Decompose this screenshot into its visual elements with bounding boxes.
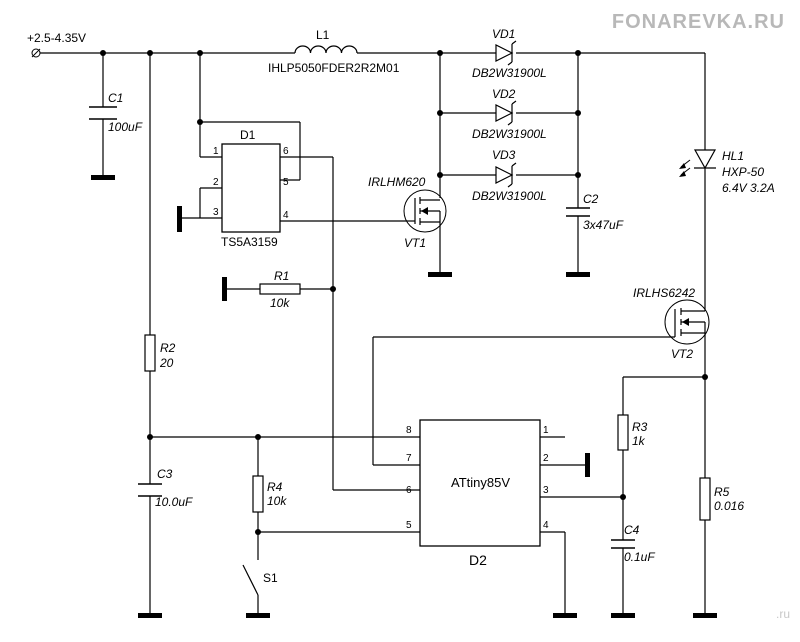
diode-VD2: VD2 DB2W31900L <box>472 87 547 141</box>
C2-ref: C2 <box>583 192 599 206</box>
D1-pin-1: 1 <box>213 146 219 157</box>
D1-pin-6: 6 <box>283 146 289 157</box>
capacitor-C2: C2 3x47uF <box>566 192 624 232</box>
D2-pin-5: 5 <box>406 520 412 531</box>
HL1-part: HXP-50 <box>722 165 764 179</box>
D1-pin-2: 2 <box>213 177 219 188</box>
wires <box>40 52 706 613</box>
watermark-corner: .ru <box>776 607 790 621</box>
R4-ref: R4 <box>267 480 283 494</box>
C1-ref: C1 <box>108 91 123 105</box>
HL1-ref: HL1 <box>722 149 744 163</box>
L1-ref: L1 <box>316 28 330 42</box>
light-emission-icon <box>679 159 691 177</box>
S1-ref: S1 <box>263 571 278 585</box>
C2-value: 3x47uF <box>583 218 624 232</box>
capacitor-C1: C1 100uF <box>89 91 143 134</box>
C4-ref: C4 <box>624 523 640 537</box>
resistor-R5: R5 0.016 <box>699 477 744 521</box>
led-HL1: HL1 HXP-50 6.4V 3.2A <box>679 149 775 195</box>
capacitor-C3: C3 10.0uF <box>138 467 193 509</box>
VD3-ref: VD3 <box>492 148 516 162</box>
resistor-R2: R2 20 <box>144 334 176 372</box>
watermark: FONAREVKA.RU <box>612 11 785 33</box>
mosfet-VT2: IRLHS6242 VT2 <box>633 286 710 361</box>
resistor-R4: R4 10k <box>252 475 287 513</box>
resistor-R3: R3 1k <box>617 414 648 451</box>
D2-pin-2: 2 <box>543 453 549 464</box>
diode-VD3: VD3 DB2W31900L <box>472 148 547 203</box>
R1-value: 10k <box>270 296 290 310</box>
supply-label: +2.5-4.35V <box>27 31 86 45</box>
C3-value: 10.0uF <box>155 495 193 509</box>
R2-value: 20 <box>159 356 174 370</box>
ic-D1: D1 TS5A3159 1 2 3 4 5 6 <box>213 128 289 249</box>
D1-pin-5: 5 <box>283 177 289 188</box>
junctions <box>100 50 708 535</box>
D2-part: ATtiny85V <box>451 475 510 490</box>
D2-pin-3: 3 <box>543 485 549 496</box>
capacitor-C4: C4 0.1uF <box>611 523 655 564</box>
D2-ref: D2 <box>469 552 487 568</box>
R3-value: 1k <box>632 434 646 448</box>
VD1-ref: VD1 <box>492 27 515 41</box>
R3-ref: R3 <box>632 420 648 434</box>
C1-value: 100uF <box>108 120 143 134</box>
VT1-part: IRLHM620 <box>368 175 426 189</box>
VT2-ref: VT2 <box>671 347 693 361</box>
D2-pin-1: 1 <box>543 425 549 436</box>
VD2-part: DB2W31900L <box>472 127 547 141</box>
R5-value: 0.016 <box>714 499 744 513</box>
D1-part: TS5A3159 <box>221 235 278 249</box>
D2-pin-6: 6 <box>406 485 412 496</box>
ground-symbols <box>91 175 717 618</box>
VT1-ref: VT1 <box>404 236 426 250</box>
L1-part: IHLP5050FDER2R2M01 <box>268 61 400 75</box>
VD2-ref: VD2 <box>492 87 516 101</box>
R1-ref: R1 <box>274 269 289 283</box>
VD3-part: DB2W31900L <box>472 189 547 203</box>
R4-value: 10k <box>267 494 287 508</box>
C4-value: 0.1uF <box>624 550 655 564</box>
switch-S1: S1 <box>242 564 278 596</box>
HL1-rating: 6.4V 3.2A <box>722 181 775 195</box>
supply-terminal: +2.5-4.35V <box>27 31 86 58</box>
diode-VD1: VD1 DB2W31900L <box>472 27 547 80</box>
D1-pin-4: 4 <box>283 210 289 221</box>
D2-pin-7: 7 <box>406 453 412 464</box>
ic-D2: ATtiny85V D2 1 2 3 4 5 6 7 8 <box>406 419 549 568</box>
R2-ref: R2 <box>160 341 176 355</box>
D1-ref: D1 <box>240 128 256 142</box>
C3-ref: C3 <box>157 467 173 481</box>
mosfet-VT1: IRLHM620 VT1 <box>368 175 447 250</box>
VT2-part: IRLHS6242 <box>633 286 695 300</box>
inductor-L1: L1 IHLP5050FDER2R2M01 <box>268 28 400 75</box>
D2-pin-8: 8 <box>406 425 412 436</box>
resistor-R1: R1 10k <box>259 269 301 310</box>
R5-ref: R5 <box>714 485 730 499</box>
VD1-part: DB2W31900L <box>472 66 547 80</box>
D2-pin-4: 4 <box>543 520 549 531</box>
D1-pin-3: 3 <box>213 207 219 218</box>
